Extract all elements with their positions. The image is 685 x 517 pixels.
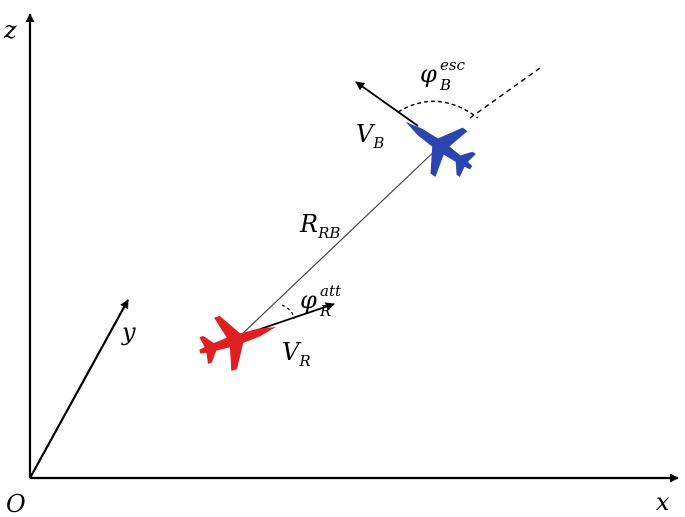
y-axis	[29, 299, 129, 479]
z-axis-label: z	[3, 16, 17, 44]
line-of-sight-extension	[469, 67, 541, 119]
origin-label: O	[6, 490, 26, 517]
escape-angle-arc	[397, 100, 479, 119]
distance-label: RRB	[299, 210, 340, 242]
red-fighter-jet-icon	[199, 315, 276, 371]
escape-angle-superscript: esc	[440, 56, 466, 74]
attack-angle-subscript: R	[319, 302, 331, 320]
red-velocity-label: VR	[282, 338, 311, 370]
x-axis-label: x	[656, 488, 670, 516]
escape-angle-symbol: φ	[420, 60, 437, 88]
attack-angle-superscript: att	[320, 282, 342, 300]
blue-velocity-vector	[355, 81, 419, 127]
attack-angle-arc	[281, 304, 295, 320]
attack-angle-symbol: φ	[300, 286, 317, 314]
y-axis-label: y	[121, 318, 136, 346]
line-of-sight	[239, 145, 441, 337]
blue-fighter-jet-icon	[405, 121, 476, 177]
attack-angle-label: φ att R	[300, 282, 342, 320]
escape-angle-subscript: B	[439, 76, 451, 94]
escape-angle-label: φ esc B	[420, 56, 466, 94]
blue-velocity-label: VB	[356, 120, 384, 152]
